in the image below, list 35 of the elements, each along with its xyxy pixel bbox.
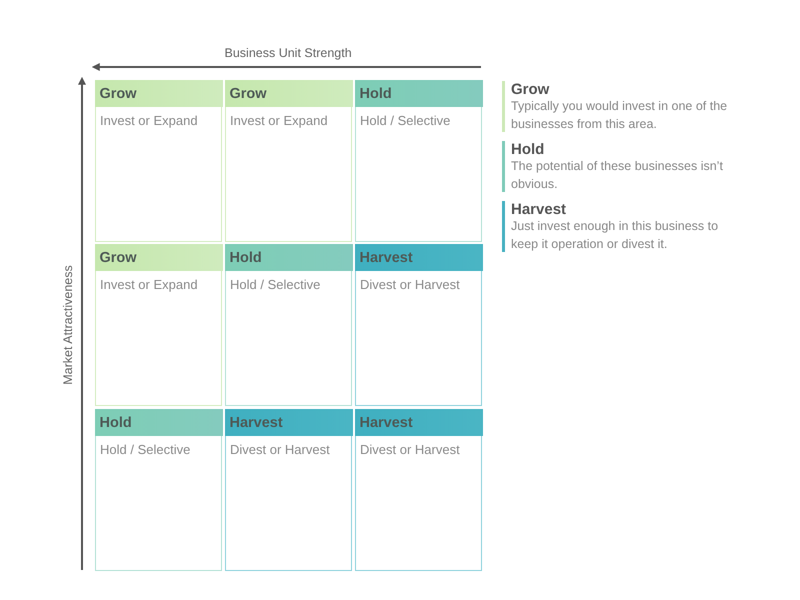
cell-description: Divest or Harvest [360, 442, 460, 457]
cell-description: Divest or Harvest [230, 442, 330, 457]
matrix-cell [225, 409, 352, 571]
legend-description: Typically you would invest in one of the businesses from this area. [511, 98, 728, 133]
cell-description: Invest or Expand [230, 113, 328, 128]
legend-description: Just invest enough in this business to keep it operation or divest it. [511, 218, 720, 253]
legend-label: Grow [511, 81, 550, 98]
cell-heading: Grow [94, 244, 222, 270]
cell-description: Hold / Selective [100, 442, 190, 457]
matrix-cell [355, 244, 482, 406]
cell-description: Divest or Harvest [360, 277, 460, 292]
matrix-cell [225, 244, 352, 406]
cell-heading: Harvest [354, 408, 482, 436]
cell-heading: Harvest [354, 244, 482, 270]
cell-description: Invest or Expand [100, 113, 198, 128]
cell-description: Invest or Expand [100, 277, 198, 292]
matrix-cell [95, 80, 222, 242]
cell-heading: Hold [94, 408, 222, 436]
matrix-cell [225, 80, 352, 242]
cell-description: Hold / Selective [230, 277, 320, 292]
axis-label: Market Attractiveness [60, 265, 75, 385]
axis-label: Business Unit Strength [224, 46, 352, 60]
matrix-cell [355, 80, 482, 242]
legend-label: Harvest [511, 201, 566, 218]
matrix-cell [355, 409, 482, 571]
legend-label: Hold [511, 141, 544, 158]
matrix-cell [95, 244, 222, 406]
cell-description: Hold / Selective [360, 113, 450, 128]
matrix-cell [95, 409, 222, 571]
cell-heading: Grow [224, 80, 352, 106]
cell-heading: Hold [354, 80, 482, 106]
cell-heading: Grow [94, 80, 222, 106]
cell-heading: Harvest [224, 408, 352, 436]
cell-heading: Hold [224, 244, 352, 270]
legend-description: The potential of these businesses isn’t obvious. [511, 158, 724, 193]
